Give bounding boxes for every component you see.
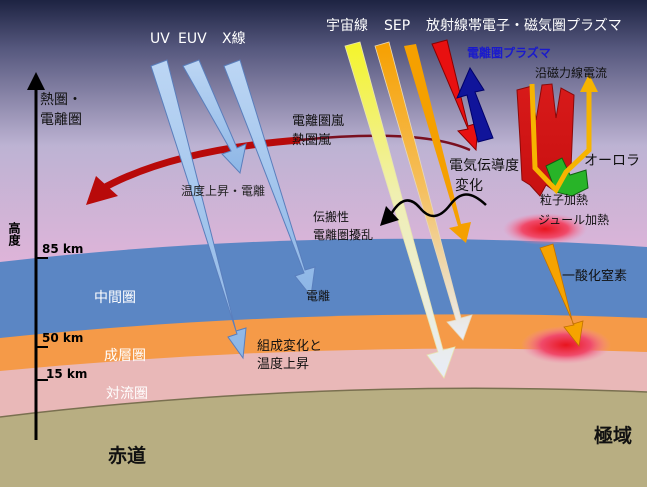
label-composition-change: 組成変化と [257,338,322,354]
label-conductivity-change: 変化 [455,177,483,194]
label-nitric-oxide: 一酸化窒素 [562,268,627,284]
ionosphere-plasma-arrow [456,66,494,143]
label-ionospheric-disturbance: 電離圏擾乱 [313,228,373,242]
traveling-disturbance-arrow [380,193,487,226]
label-50km: 50 km [42,331,83,345]
cosmic-ray-arrow [344,41,456,379]
euv-arrow [182,59,247,175]
xray-arrow [223,59,316,298]
nitric-oxide-glow [521,326,611,364]
label-stratosphere: 成層圏 [104,348,146,364]
label-thermosphere: 熱圏・ [40,92,82,108]
label-polar-region: 極域 [594,424,632,447]
uv-arrow [150,59,247,360]
label-field-aligned-current: 沿磁力線電流 [535,65,607,80]
label-altitude-axis: 高度 [7,221,21,247]
label-troposphere: 対流圏 [106,386,148,402]
heating-glow [503,213,587,245]
label-equator: 赤道 [108,444,146,467]
label-joule-heating: ジュール加熱 [538,213,609,227]
label-ionospheric-storm: 電離圏嵐 [292,114,344,129]
label-85km: 85 km [42,242,83,256]
field-aligned-current [529,74,598,195]
altitude-axis-arrowhead [27,72,45,90]
label-15km: 15 km [46,367,87,381]
label-heating-ionization: 温度上昇・電離 [181,183,265,198]
label-thermospheric-storm: 熱圏嵐 [292,133,331,148]
label-cosmic-ray: 宇宙線 [326,18,368,34]
nitric-oxide-arrow [539,243,584,347]
label-sep: SEP [384,18,410,34]
label-aurora: オーロラ [584,153,640,169]
label-ionization: 電離 [306,289,330,303]
storm-arrow-head [86,176,118,205]
label-euv: EUV [178,31,207,47]
label-ionosphere: 電離圏 [40,111,82,128]
sep-arrow-left [374,41,473,341]
label-conductivity: 電気伝導度 [449,158,519,174]
label-temperature-rise: 温度上昇 [257,356,309,372]
label-uv: UV [150,31,170,47]
ground-line [0,387,647,418]
ground-surface [0,388,647,487]
label-particle-heating: 粒子加熱 [540,192,588,207]
label-belt-electrons: 放射線帯電子・磁気圏プラズマ [426,18,622,34]
label-mesosphere: 中間圏 [94,290,136,306]
label-ionosphere-plasma: 電離圏プラズマ [467,45,551,60]
label-xray: X線 [222,31,246,47]
label-traveling: 伝搬性 [313,209,349,224]
sep-arrow-right [404,44,471,243]
